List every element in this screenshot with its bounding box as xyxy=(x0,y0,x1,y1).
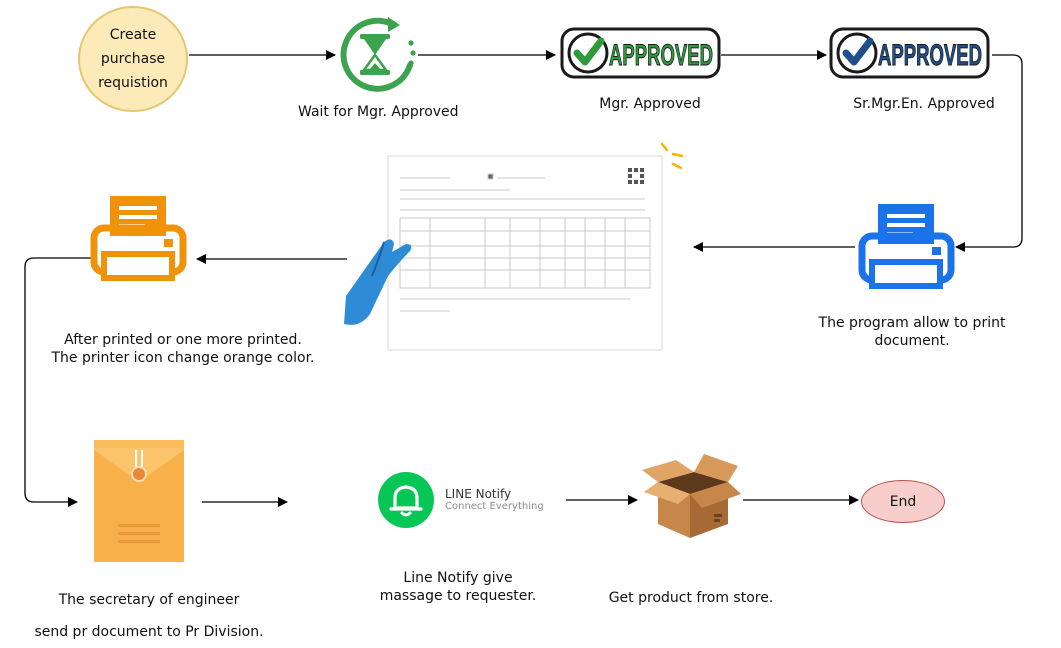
sr-mgr-approved-label: Sr.Mgr.En. Approved xyxy=(853,96,995,112)
arrow-orange-to-envelope xyxy=(24,257,92,507)
print-label: The program allow to print document. xyxy=(812,314,1012,350)
printer-orange-icon xyxy=(90,196,187,281)
line-notify-label: Line Notify give massage to requester. xyxy=(370,569,546,605)
printed-document-illustration xyxy=(344,142,684,351)
secretary-label-line-2: send pr document to Pr Division. xyxy=(34,624,264,640)
orange-label: After printed or one more printed. The p… xyxy=(40,331,326,367)
end-node: End xyxy=(861,480,945,523)
sr-stamp-text: APPROVED xyxy=(878,39,982,72)
start-line-1: Create xyxy=(109,27,157,43)
envelope-icon xyxy=(94,440,184,562)
secretary-label: The secretary of engineer send pr docume… xyxy=(34,584,264,648)
line-notify-tagline: Connect Everything xyxy=(445,501,544,512)
orange-label-line-1: After printed or one more printed. xyxy=(64,332,302,348)
mgr-approved-label: Mgr. Approved xyxy=(599,96,701,112)
cardboard-box-icon xyxy=(642,454,741,538)
print-label-line-1: The program allow to print xyxy=(818,315,1006,331)
wait-label: Wait for Mgr. Approved xyxy=(298,104,459,120)
line-label-line-2: massage to requester. xyxy=(379,588,537,604)
start-node-create-purchase-requisition: Create purchase requistion xyxy=(78,6,188,112)
line-notify-bell-icon xyxy=(378,472,434,528)
store-label: Get product from store. xyxy=(608,590,774,606)
mgr-stamp-text: APPROVED xyxy=(609,39,713,72)
printer-blue-icon xyxy=(858,204,955,289)
hourglass-wait-icon xyxy=(340,17,416,92)
line-label-line-1: Line Notify give xyxy=(403,570,513,586)
start-line-2: purchase xyxy=(100,51,166,67)
line-notify-name: LINE Notify xyxy=(445,487,512,501)
secretary-label-line-1: The secretary of engineer xyxy=(58,592,240,608)
arrow-sr-to-print xyxy=(955,54,1023,252)
sr-mgr-approved-stamp: APPROVED xyxy=(829,27,990,79)
orange-label-line-2: The printer icon change orange color. xyxy=(51,350,315,366)
mgr-approved-stamp: APPROVED xyxy=(560,27,721,79)
start-line-3: requistion xyxy=(98,75,168,91)
print-label-line-2: document. xyxy=(874,333,950,349)
